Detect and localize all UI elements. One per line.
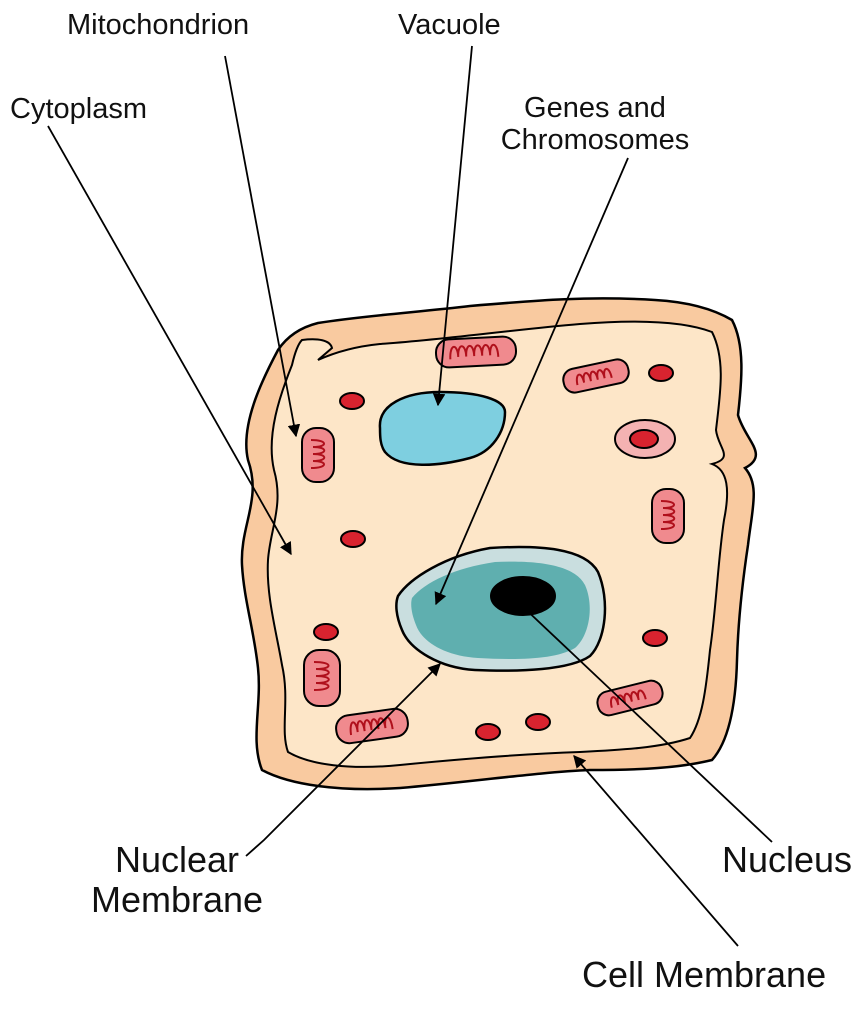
label-nuclear-line1: Nuclear — [78, 840, 276, 880]
leader-cytoplasm — [48, 126, 291, 554]
organelle-dot — [314, 624, 338, 640]
label-nucleus: Nucleus — [722, 840, 852, 880]
mitochondrion-lower-left — [304, 650, 340, 706]
organelle-dot — [340, 393, 364, 409]
nucleolus — [491, 577, 555, 615]
mitochondrion-left — [302, 428, 334, 482]
label-genes-line1: Genes and — [474, 92, 716, 124]
mitochondrion-right — [652, 489, 684, 543]
leader-mitochondrion — [225, 56, 296, 436]
label-nuclear-line2: Membrane — [78, 880, 276, 920]
organelle-dot — [341, 531, 365, 547]
mitochondrion-top — [435, 336, 516, 368]
label-mitochondrion: Mitochondrion — [67, 9, 249, 41]
label-genes-line2: Chromosomes — [474, 124, 716, 156]
organelle-dot — [526, 714, 550, 730]
label-nuclear-membrane: Nuclear Membrane — [78, 840, 276, 920]
organelle-dot — [476, 724, 500, 740]
organelle-dot — [643, 630, 667, 646]
lysosome-core — [630, 430, 658, 448]
organelle-dot — [649, 365, 673, 381]
label-genes-chromosomes: Genes and Chromosomes — [474, 92, 716, 156]
label-cytoplasm: Cytoplasm — [10, 93, 147, 125]
label-vacuole: Vacuole — [398, 9, 501, 41]
leader-cell-membrane — [574, 756, 738, 946]
label-cell-membrane: Cell Membrane — [582, 955, 826, 995]
